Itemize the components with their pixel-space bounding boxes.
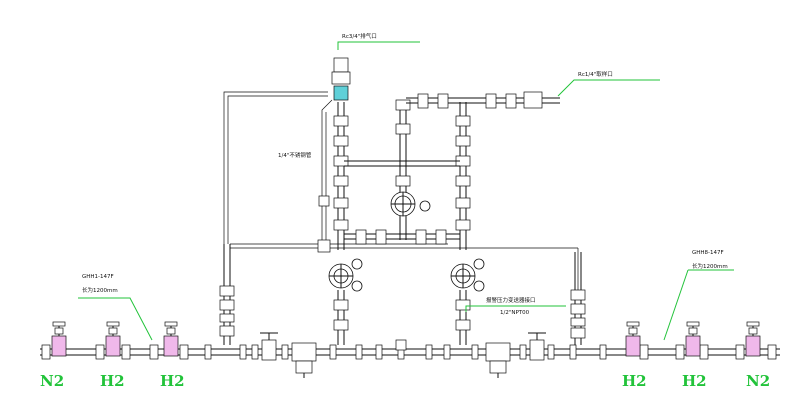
cross-pipes xyxy=(344,91,560,245)
vent-port-label: Rc3/4"排气口 xyxy=(342,32,377,40)
inlet-valve-n2-left xyxy=(51,321,67,357)
regulator-left xyxy=(328,258,363,292)
gas-label-n2-left: N2 xyxy=(40,372,64,390)
gas-label-h2-right-1: H2 xyxy=(622,372,647,390)
alarm-thread-label: 1/2"NPT00 xyxy=(500,310,530,316)
tubing-lines xyxy=(223,91,579,290)
annotation-leaders xyxy=(78,41,734,341)
hose-left-code: GHH1-147F xyxy=(82,274,114,280)
inlet-valve-h2-right-1 xyxy=(625,321,641,357)
gas-label-h2-left-2: H2 xyxy=(160,372,185,390)
hose-right-length: 长为1200mm xyxy=(692,262,728,270)
main-header-pipe xyxy=(40,348,780,356)
sample-port-label: Rc1/4"取样口 xyxy=(578,70,613,78)
inlet-valve-n2-right xyxy=(745,321,761,357)
central-pressure-gauge xyxy=(390,191,431,217)
gas-label-h2-right-2: H2 xyxy=(682,372,707,390)
gas-label-n2-right: N2 xyxy=(746,372,770,390)
header-fittings xyxy=(41,342,777,362)
right-inlet-valves xyxy=(625,321,761,357)
hose-inline-valve xyxy=(317,195,331,253)
gas-label-h2-left-1: H2 xyxy=(100,372,125,390)
inlet-valve-h2-right-2 xyxy=(685,321,701,357)
inlet-valve-h2-left-2 xyxy=(163,321,179,357)
left-riser xyxy=(219,244,235,345)
header-shutoff-valves xyxy=(260,332,546,361)
alarm-transmitter-port xyxy=(395,339,407,351)
hose-left-length: 长为1200mm xyxy=(82,286,118,294)
inlet-valve-h2-left-1 xyxy=(105,321,121,357)
right-riser xyxy=(570,252,586,345)
alarm-port-label: 报警压力变送器接口 xyxy=(486,296,536,304)
left-inlet-valves xyxy=(51,321,179,357)
hose-label: 1/4"不锈钢管 xyxy=(278,151,312,159)
regulator-right xyxy=(450,258,485,292)
central-columns xyxy=(333,99,471,250)
hose-right-code: GHH8-147F xyxy=(692,250,724,256)
regulator-stems xyxy=(333,290,471,345)
vent-stack xyxy=(331,57,351,101)
drain-pots xyxy=(295,360,507,378)
